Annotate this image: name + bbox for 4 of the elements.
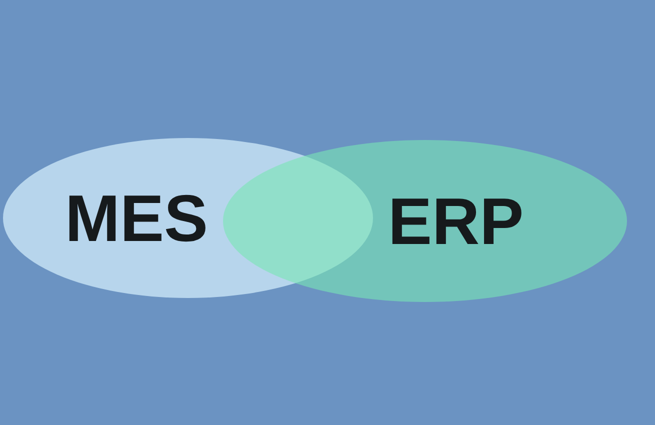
set-label: MES: [65, 185, 208, 251]
set-label: ERP: [388, 188, 524, 254]
venn-ellipse: [223, 140, 627, 302]
venn-ellipse: [3, 138, 373, 298]
